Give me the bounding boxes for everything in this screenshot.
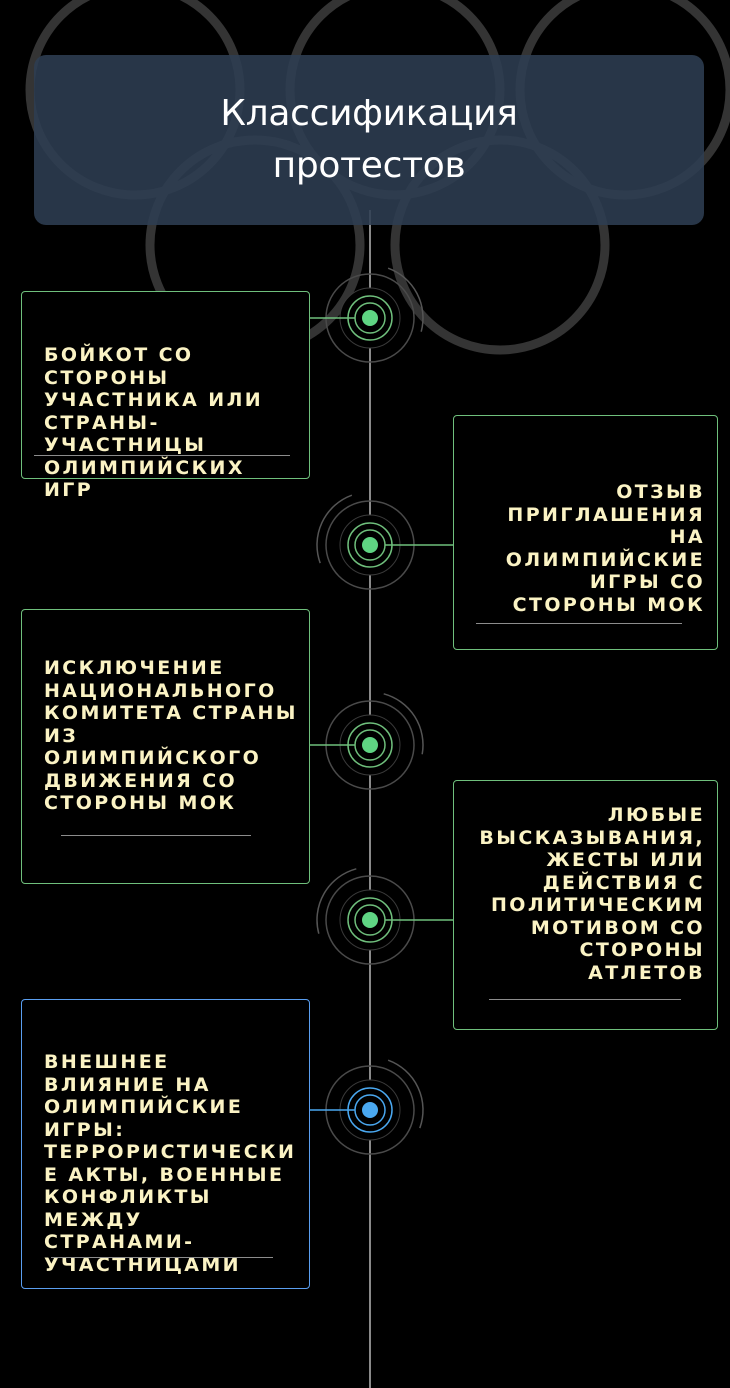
- item-text-noc-exclusion: Исключение национального комитета страны…: [44, 657, 298, 814]
- node-arc: [316, 868, 357, 934]
- node-color-ring-outer: [347, 897, 393, 943]
- item-box-invitation-withdrawal: Отзыв приглашения на олимпийские игры со…: [453, 415, 718, 650]
- node-arc: [316, 494, 353, 564]
- item-box-athlete-actions: Любые высказывания, жесты или действия с…: [453, 780, 718, 1030]
- node-center-dot: [362, 310, 378, 326]
- timeline-node-2: [316, 494, 470, 590]
- item-text-invitation-withdrawal: Отзыв приглашения на олимпийские игры со…: [505, 481, 705, 616]
- node-center-dot: [362, 912, 378, 928]
- item-box-noc-exclusion: Исключение национального комитета страны…: [21, 609, 310, 884]
- item-underline: [34, 455, 290, 456]
- item-text-boycott: Бойкот со стороны участника или страны-у…: [44, 344, 264, 501]
- node-color-ring-outer: [347, 522, 393, 568]
- node-center-dot: [362, 537, 378, 553]
- node-arc: [387, 267, 424, 332]
- item-text-athlete-actions: Любые высказывания, жесты или действия с…: [479, 804, 705, 984]
- node-arc: [383, 693, 424, 755]
- node-color-ring-outer: [347, 1087, 393, 1133]
- node-color-ring-outer: [347, 722, 393, 768]
- node-center-dot: [362, 1102, 378, 1118]
- item-underline: [476, 623, 682, 624]
- timeline-node-3: [255, 693, 424, 790]
- page-title: Классификация протестов: [220, 93, 518, 186]
- node-color-ring-outer: [347, 295, 393, 341]
- item-underline: [51, 1257, 273, 1258]
- item-box-external-influence: Внешнее влияние на олимпийские игры: тер…: [21, 999, 310, 1289]
- timeline-node-4: [316, 868, 472, 965]
- title-panel: Классификация протестов: [34, 55, 704, 225]
- node-center-dot: [362, 737, 378, 753]
- item-box-boycott: Бойкот со стороны участника или страны-у…: [21, 291, 310, 501]
- item-text-external-influence: Внешнее влияние на олимпийские игры: тер…: [44, 1051, 297, 1276]
- item-underline: [489, 999, 681, 1000]
- node-arc: [387, 1059, 424, 1129]
- item-underline: [61, 835, 251, 836]
